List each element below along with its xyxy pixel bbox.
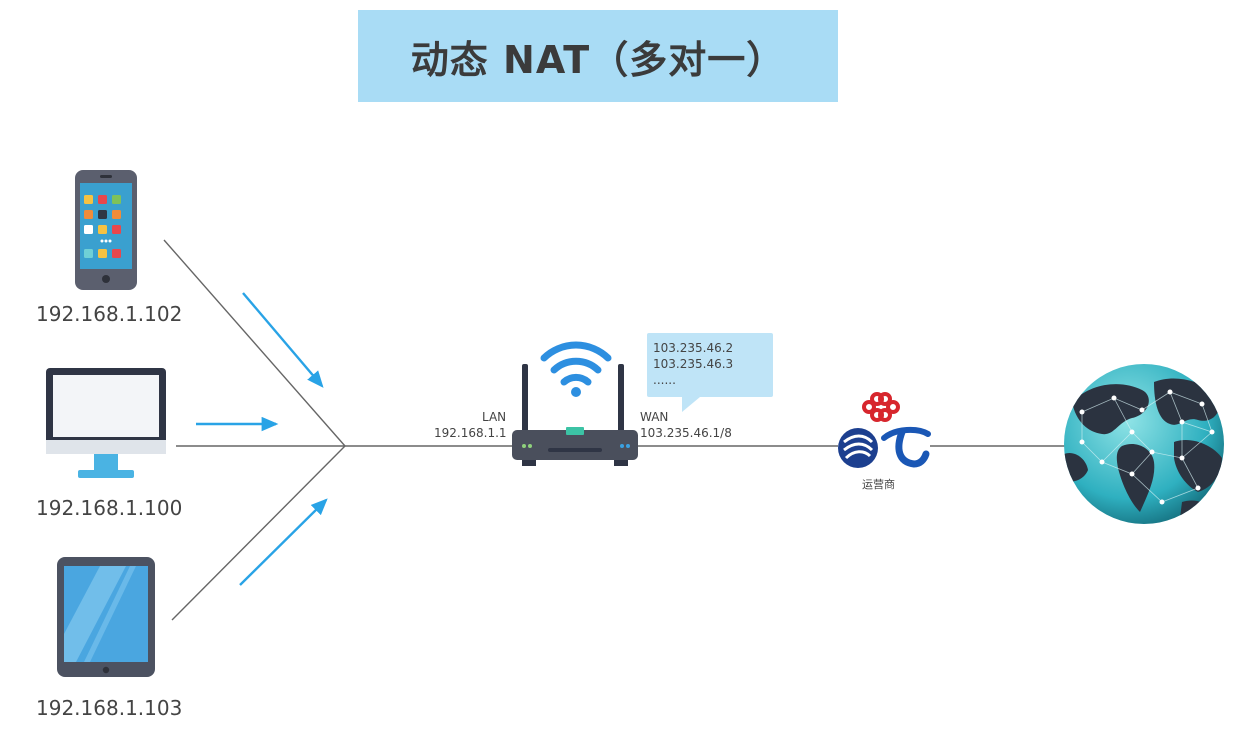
lan-label: LAN — [482, 410, 507, 424]
china-mobile-icon — [838, 428, 878, 468]
globe-icon — [1064, 364, 1224, 524]
isp-label: 运营商 — [862, 478, 895, 491]
wifi-icon — [540, 341, 612, 397]
title-banner: 动态 NAT（多对一） — [358, 10, 838, 102]
lan-ip-label: 192.168.1.1 — [434, 426, 507, 440]
tablet-ip-label: 192.168.1.103 — [36, 696, 183, 720]
china-telecom-icon — [881, 426, 931, 468]
wan-ip-label: 103.235.46.1/8 — [640, 426, 732, 440]
desktop-icon — [46, 368, 166, 478]
china-unicom-icon — [862, 392, 900, 422]
tablet-traffic-arrow — [239, 498, 328, 586]
tablet-link-line — [171, 445, 346, 621]
desktop-ip-label: 192.168.1.100 — [36, 496, 183, 520]
router-icon — [512, 341, 638, 466]
phone-traffic-arrow — [242, 292, 324, 388]
page-title: 动态 NAT（多对一） — [410, 37, 786, 82]
tablet-icon — [57, 557, 155, 677]
phone-link-line — [163, 239, 346, 447]
address-pool-callout — [647, 333, 773, 397]
phone-ip-label: 192.168.1.102 — [36, 302, 183, 326]
callout-tail — [682, 397, 700, 412]
address-pool-item: 103.235.46.2 — [653, 341, 734, 355]
isp-logos — [838, 392, 931, 468]
phone-icon — [75, 170, 137, 290]
address-pool-list: 103.235.46.2 103.235.46.3 ...... — [653, 340, 733, 388]
wan-label: WAN — [640, 410, 669, 424]
address-pool-item: ...... — [653, 373, 676, 387]
address-pool-item: 103.235.46.3 — [653, 357, 734, 371]
